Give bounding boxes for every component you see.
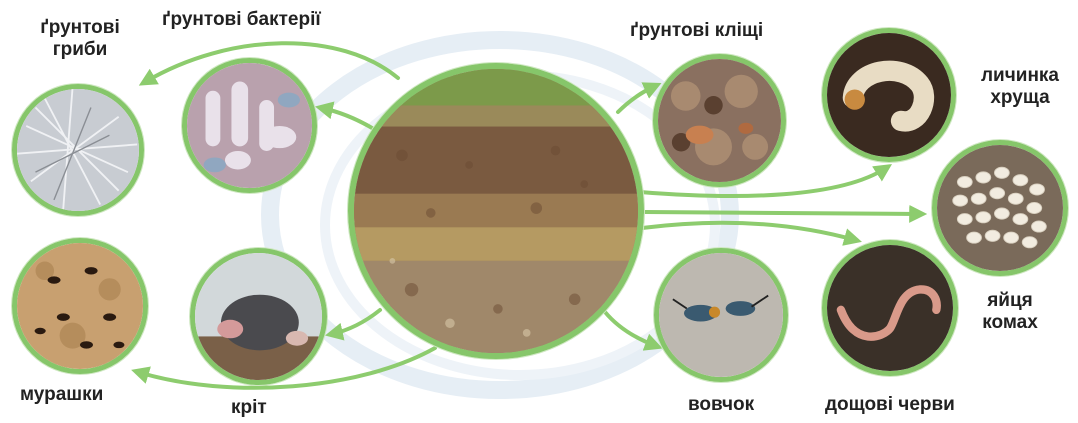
- label-worms: дощові черви: [825, 394, 955, 416]
- fungi-image: [12, 84, 144, 216]
- bacteria-image: [182, 58, 317, 193]
- label-eggs: яйця комах: [965, 290, 1055, 334]
- arrow-to-cricket: [605, 312, 656, 346]
- label-mole: кріт: [231, 397, 267, 419]
- cricket-image: [654, 248, 788, 382]
- ants-image: [12, 238, 148, 374]
- label-fungi-line1: ґрунтові гриби: [40, 17, 120, 60]
- arrow-to-eggs: [645, 212, 920, 214]
- worms-image: [822, 240, 958, 376]
- label-bacteria: ґрунтові бактерії: [162, 9, 321, 31]
- label-ants: мурашки: [20, 384, 103, 406]
- arrow-to-bacteria: [322, 108, 372, 128]
- label-grub: личинка хруща: [975, 65, 1065, 109]
- eggs-image: [932, 140, 1068, 276]
- arrow-to-mites: [618, 86, 655, 112]
- label-fungi: ґрунтові гриби: [35, 17, 125, 61]
- arrow-to-worms: [642, 223, 855, 240]
- soil-profile-image: [348, 63, 644, 359]
- label-cricket: вовчок: [688, 394, 754, 416]
- arrow-to-mole: [332, 310, 380, 334]
- label-mites: ґрунтові кліщі: [630, 20, 763, 42]
- grub-image: [822, 28, 956, 162]
- mites-image: [653, 54, 786, 187]
- mole-image: [190, 248, 327, 385]
